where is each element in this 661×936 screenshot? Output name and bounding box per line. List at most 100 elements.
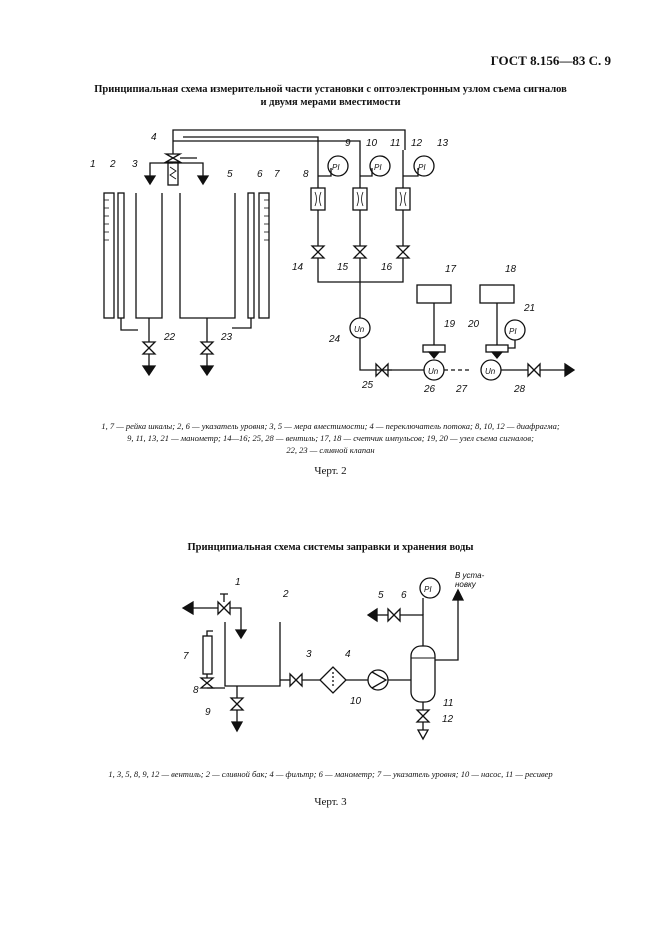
figure2-diagram: [103, 129, 576, 381]
figure3-caption: Черт. 3: [314, 796, 347, 808]
label-14: 14: [292, 262, 304, 273]
f3-label-1: 1: [235, 577, 241, 588]
label-20: 20: [467, 319, 480, 330]
figure2-title: Принципиальная схема измерительной части…: [40, 83, 621, 109]
label-3: 3: [132, 159, 138, 170]
valve-16: [395, 245, 411, 259]
figure2-title-line1: Принципиальная схема измерительной части…: [94, 84, 567, 95]
diaphragm-10: [352, 187, 368, 211]
signal-unit-20: [485, 344, 509, 360]
level-gauge-right: [247, 192, 255, 319]
manometer-21: [504, 319, 526, 341]
valve-3: [289, 672, 303, 688]
transducer-24-text: Un: [354, 325, 365, 334]
valve-9: [229, 697, 245, 711]
label-19: 19: [444, 319, 456, 330]
level-gauge-left: [117, 192, 125, 319]
transducer-27-text: Un: [485, 367, 496, 376]
figure3-labels: 1 2 3 4 5 6 7 8 9 10 11 12 PI В уста- но…: [183, 571, 485, 725]
receiver-11: [410, 645, 436, 703]
pulse-counter-17: [416, 284, 452, 304]
manometer-6: [419, 577, 441, 599]
manometer-11-text: PI: [374, 163, 382, 172]
pump-10: [367, 669, 389, 691]
diaphragm-8: [310, 187, 326, 211]
drain-tank-2: [224, 622, 281, 687]
f3-label-10: 10: [350, 696, 362, 707]
figure3-diagram: [181, 577, 465, 741]
label-9: 9: [345, 138, 351, 149]
label-22: 22: [163, 332, 176, 343]
manometer-9: [327, 155, 349, 177]
label-23: 23: [220, 332, 233, 343]
manometer-9-text: PI: [332, 163, 340, 172]
f3-label-4: 4: [345, 649, 351, 660]
label-8: 8: [303, 169, 309, 180]
manometer-6-text: PI: [424, 585, 432, 594]
label-10: 10: [366, 138, 378, 149]
f3-label-6: 6: [401, 590, 407, 601]
label-7: 7: [274, 169, 280, 180]
manometer-11: [369, 155, 391, 177]
f3-label-9: 9: [205, 707, 211, 718]
drain-valve-22: [141, 341, 157, 377]
scale-rail-left: [103, 192, 115, 319]
f3-label-11: 11: [443, 698, 453, 709]
valve-1: [217, 600, 231, 616]
manometer-21-text: PI: [509, 327, 517, 336]
outlet-label-line1: В уста-: [455, 571, 485, 580]
figure2-title-line2: и двумя мерами вместимости: [260, 97, 401, 108]
figure2-legend-line3: 22, 23 — сливной клапан: [286, 445, 375, 455]
figure3-legend: 1, 3, 5, 8, 9, 12 — вентиль; 2 — сливной…: [108, 769, 553, 779]
transducer-26-text: Un: [428, 367, 439, 376]
label-24: 24: [328, 334, 341, 345]
valve-14: [310, 245, 326, 259]
drain-valve-23: [199, 341, 215, 377]
figure2-labels: 1 2 3 4 5 6 7 8 9 10 11 12 13 14 15 16 1…: [90, 132, 535, 395]
page-header: ГОСТ 8.156—83 С. 9: [490, 53, 611, 68]
figure3-title: Принципиальная схема системы заправки и …: [187, 542, 474, 553]
label-28: 28: [513, 384, 526, 395]
figure2-legend-line2: 9, 11, 13, 21 — манометр; 14—16; 25, 28 …: [127, 433, 534, 443]
label-17: 17: [445, 264, 457, 275]
f3-label-7: 7: [183, 651, 189, 662]
label-25: 25: [361, 380, 374, 391]
valve-28: [527, 362, 541, 378]
measure-vessel-5: [179, 193, 236, 319]
figure2-caption: Черт. 2: [314, 465, 347, 477]
signal-unit-19: [422, 344, 446, 360]
manometer-13: [413, 155, 435, 177]
label-5: 5: [227, 169, 233, 180]
outlet-label-line2: новку: [455, 580, 477, 589]
figure2-legend-line1: 1, 7 — рейка шкалы; 2, 6 — указатель уро…: [101, 421, 560, 431]
f3-label-3: 3: [306, 649, 312, 660]
scale-rail-right: [258, 192, 270, 319]
valve-15: [352, 245, 368, 259]
pulse-counter-18: [479, 284, 515, 304]
label-21: 21: [523, 303, 535, 314]
label-11: 11: [390, 138, 400, 149]
label-2: 2: [109, 159, 116, 170]
valve-25: [375, 362, 389, 378]
manometer-13-text: PI: [418, 163, 426, 172]
label-27: 27: [455, 384, 468, 395]
figure2-legend: 1, 7 — рейка шкалы; 2, 6 — указатель уро…: [60, 420, 601, 456]
label-12: 12: [411, 138, 423, 149]
f3-label-5: 5: [378, 590, 384, 601]
valve-5: [387, 607, 401, 623]
valve-8: [199, 677, 215, 689]
valve-12: [415, 709, 431, 723]
label-18: 18: [505, 264, 517, 275]
f3-label-12: 12: [442, 714, 454, 725]
f3-label-2: 2: [282, 589, 289, 600]
f3-label-8: 8: [193, 685, 199, 696]
label-4: 4: [151, 132, 157, 143]
label-26: 26: [423, 384, 436, 395]
measure-vessel-3: [135, 193, 163, 319]
label-6: 6: [257, 169, 263, 180]
diaphragm-12: [395, 187, 411, 211]
label-16: 16: [381, 262, 393, 273]
flow-switch-4: [163, 153, 183, 186]
label-1: 1: [90, 159, 96, 170]
